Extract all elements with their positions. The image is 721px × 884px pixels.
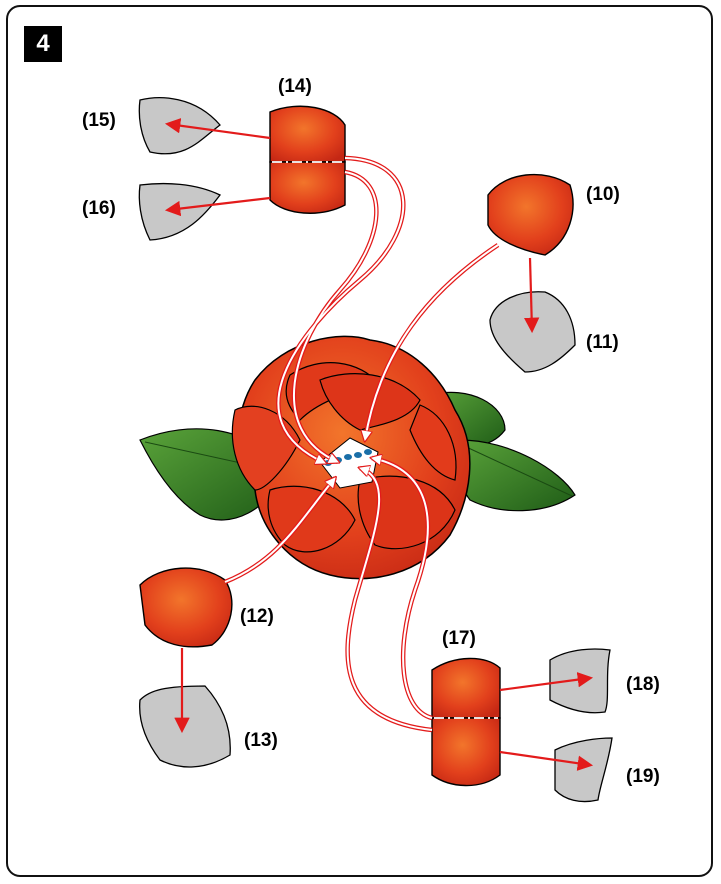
label-11: (11) [586, 332, 619, 353]
petal-12 [139, 567, 233, 648]
petal-17 [431, 657, 501, 787]
label-15: (15) [82, 110, 116, 131]
template-11 [489, 291, 576, 373]
petal-14 [269, 105, 346, 214]
label-17: (17) [442, 628, 476, 649]
template-19 [554, 737, 613, 803]
rose-assembly [231, 335, 471, 580]
right-leaf-lower [456, 439, 576, 512]
template-16 [138, 182, 221, 241]
label-13: (13) [244, 730, 278, 751]
label-16: (16) [82, 198, 116, 219]
label-10: (10) [586, 184, 620, 205]
template-arrows [164, 118, 594, 771]
instruction-frame [6, 5, 713, 877]
label-12: (12) [240, 606, 274, 627]
placement-arrows [224, 155, 500, 733]
label-14: (14) [278, 76, 312, 97]
step-number-badge: 4 [24, 26, 62, 62]
template-13 [139, 685, 231, 768]
template-18 [549, 648, 611, 714]
label-19: (19) [626, 766, 660, 787]
petal-10 [487, 173, 574, 256]
label-18: (18) [626, 674, 660, 695]
